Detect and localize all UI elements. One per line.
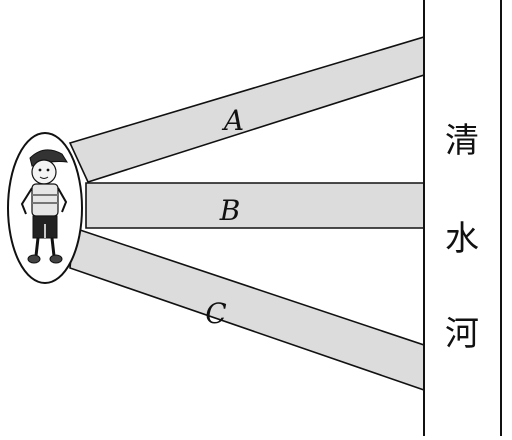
road-b-label: B xyxy=(219,194,241,227)
shoe-left-icon xyxy=(27,254,41,264)
road-a xyxy=(68,35,425,183)
road-a-label: A xyxy=(221,104,244,137)
eye-icon xyxy=(46,168,50,172)
road-c xyxy=(69,226,425,392)
leg-left-icon xyxy=(34,237,40,257)
leg-right-icon xyxy=(50,237,56,257)
river-name-char-1: 清 xyxy=(445,121,479,161)
mouth-icon xyxy=(39,176,49,179)
road-b xyxy=(85,182,425,229)
shirt-icon xyxy=(31,183,59,217)
eye-icon xyxy=(38,168,42,172)
road-c-label: C xyxy=(205,297,226,330)
arm-left-icon xyxy=(20,187,33,215)
river-name-char-2: 水 xyxy=(445,219,479,259)
shoe-right-icon xyxy=(49,254,63,264)
boy-figure xyxy=(7,132,83,284)
arm-right-icon xyxy=(57,187,68,213)
head-icon xyxy=(31,159,57,185)
river-name-char-3: 河 xyxy=(445,314,479,354)
